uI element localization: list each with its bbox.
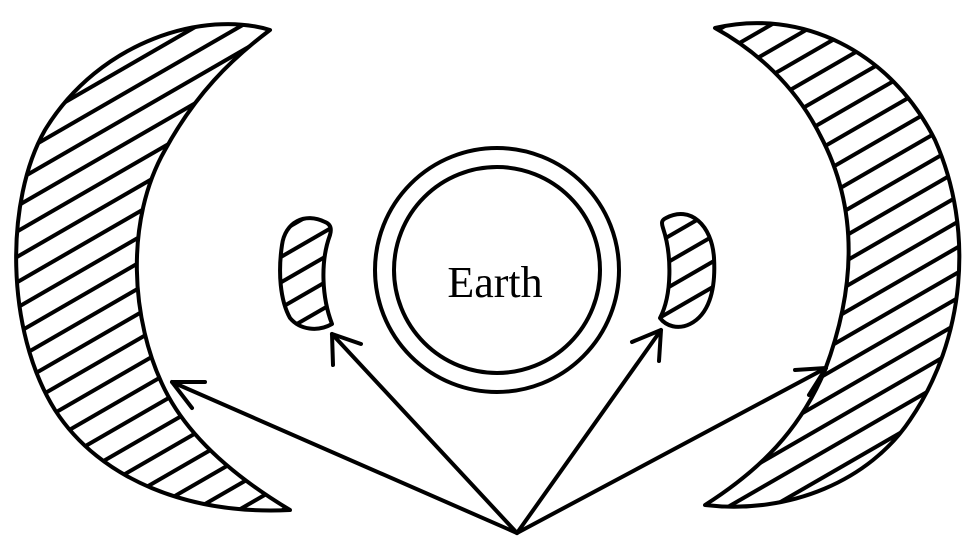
earth-label: Earth [447, 258, 542, 307]
inner-belt-left [280, 218, 332, 329]
inner-belt-right [660, 214, 714, 327]
outer-belt-left [16, 24, 290, 510]
arrow-to-outer-left [172, 382, 517, 533]
outer-belt-right [705, 23, 959, 507]
